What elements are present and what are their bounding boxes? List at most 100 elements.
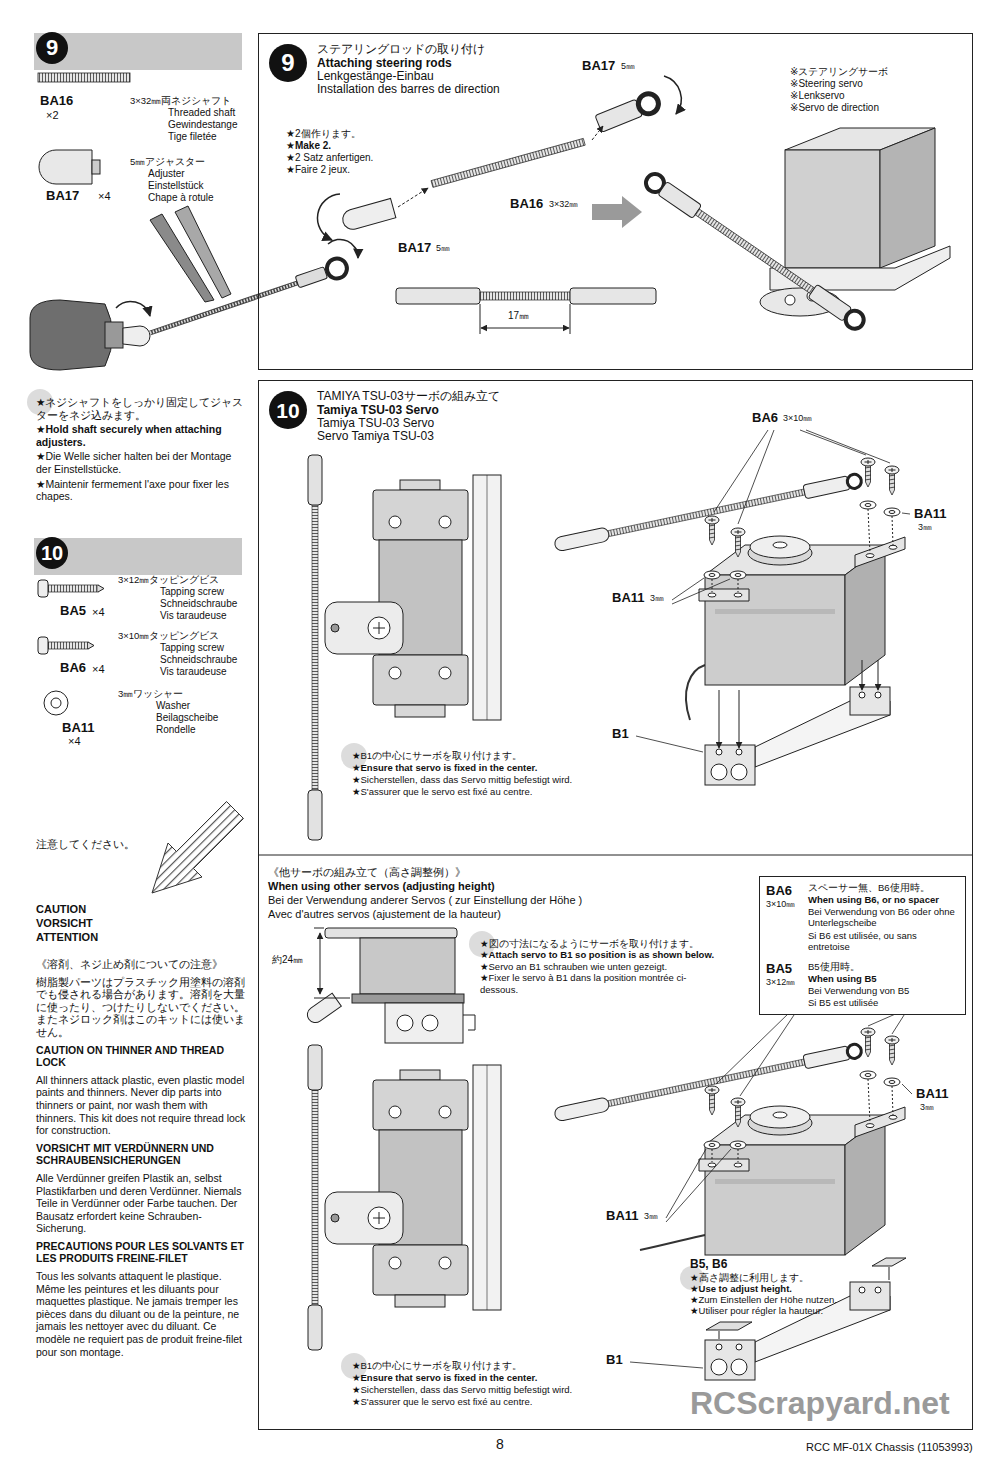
servo-3d-assembly xyxy=(630,1362,703,1368)
usage-note: Bei Verwendung von B5 xyxy=(808,985,909,996)
rod-side-view xyxy=(396,288,480,304)
servo-side-view xyxy=(325,928,457,938)
servo-3d-assembly xyxy=(860,1071,876,1079)
part-label: Washer xyxy=(156,700,190,712)
washer-ba11 xyxy=(44,691,68,715)
part-callout: ★Make 2. xyxy=(286,140,331,152)
assembly-note: ★B1の中心にサーボを取り付けます。 xyxy=(352,1360,522,1371)
servo-3d-assembly xyxy=(712,1149,713,1162)
servo-3d-assembly xyxy=(731,1098,745,1127)
rod-side-view xyxy=(570,304,571,334)
servo-3d-assembly xyxy=(636,736,703,752)
dimension: 約24㎜ xyxy=(272,954,303,966)
servo-3d-assembly xyxy=(554,473,863,552)
steering-servo xyxy=(785,295,795,305)
pliers-and-rod xyxy=(328,239,358,258)
servo-3d-assembly xyxy=(868,1079,870,1123)
servo-3d-assembly xyxy=(902,513,910,514)
part-callout: BA16 xyxy=(510,196,543,212)
part-label: ×4 xyxy=(68,735,81,748)
part-callout: BA11 xyxy=(914,506,947,522)
adjuster-left xyxy=(340,198,395,231)
tapping-screw-bA5 xyxy=(98,585,104,592)
threaded-shaft xyxy=(38,73,130,82)
pliers-and-rod xyxy=(30,206,358,370)
assembly-note: ★Attach servo to B1 so position is as sh… xyxy=(480,949,720,960)
step-header-band: 9 xyxy=(34,33,242,70)
adjuster-left xyxy=(317,188,428,240)
assembly-note: ★高さ調整に利用します。 xyxy=(690,1272,809,1283)
servo-3d-assembly xyxy=(730,1141,746,1149)
servo-side-view xyxy=(385,1003,463,1043)
servo-3d-assembly xyxy=(878,660,879,690)
servo-3d-assembly xyxy=(861,458,875,487)
part-callout: ※Lenkservo xyxy=(790,90,845,102)
part-callout: 3㎜ xyxy=(920,1102,934,1113)
watermark: RCScrapyard.net xyxy=(690,1384,950,1422)
section-divider xyxy=(258,855,973,856)
servo-3d-assembly xyxy=(862,660,863,690)
tapping-screw-bA5 xyxy=(38,580,48,597)
pliers-and-rod xyxy=(294,256,350,292)
assembly-note: ★S'assurer que le servo est fixé au cent… xyxy=(352,1396,532,1407)
washer-ba11 xyxy=(44,691,68,715)
caution-text: CAUTION ON THINNER AND THREAD LOCK xyxy=(36,1044,246,1069)
steering-rod xyxy=(642,170,867,332)
servo-3d-assembly xyxy=(739,690,740,748)
pliers-and-rod xyxy=(324,256,349,281)
servo-3d-assembly xyxy=(738,430,774,524)
usage-note: Si B5 est utilisée xyxy=(808,997,878,1008)
tapping-screw-ba6 xyxy=(48,642,88,649)
step-title: Tamiya TSU-03 Servo xyxy=(317,416,434,430)
threaded-shaft xyxy=(38,73,130,82)
section-heading: When using other servos (adjusting heigh… xyxy=(268,880,495,893)
adjuster-left xyxy=(398,188,428,207)
part-label: Tige filetée xyxy=(168,131,217,143)
part-label: ×4 xyxy=(98,190,111,203)
steering-rod xyxy=(658,181,702,218)
adjuster xyxy=(39,150,100,184)
part-callout: BA17 xyxy=(398,240,431,256)
threaded-shaft xyxy=(431,138,585,187)
servo-side-view xyxy=(422,1015,438,1031)
adjuster-left xyxy=(340,198,395,231)
section-heading: Avec d'autres servos (ajustement de la h… xyxy=(268,908,501,921)
steering-servo xyxy=(785,150,880,268)
assembly-note: ★Zum Einstellen der Höhe nutzen. xyxy=(690,1294,837,1305)
adjuster-top xyxy=(595,91,662,134)
part-callout: B5, B6 xyxy=(690,1257,727,1271)
part-label: BA5 xyxy=(60,603,86,619)
servo-3d-assembly xyxy=(730,571,746,579)
servo-3d-assembly xyxy=(868,509,870,553)
dimension: 17㎜ xyxy=(508,310,529,322)
direction-arrow xyxy=(592,196,642,228)
part-callout: 3×10㎜ xyxy=(783,413,812,424)
servo-3d-assembly xyxy=(892,1086,893,1115)
part-label: Adjuster xyxy=(148,168,185,180)
part-label: Schneidschraube xyxy=(160,598,237,610)
part-label: Gewindestange xyxy=(168,119,238,131)
servo-3d-assembly xyxy=(608,489,805,536)
adjuster-top xyxy=(664,76,681,114)
steering-servo xyxy=(760,128,950,316)
caution-arrow xyxy=(152,802,244,894)
servo-3d-assembly xyxy=(800,430,866,455)
part-callout: B1 xyxy=(606,1352,623,1368)
tapping-screw-ba6 xyxy=(88,642,94,649)
part-callout: 3×32㎜ xyxy=(549,199,578,210)
assembly-note: ★B1の中心にサーボを取り付けます。 xyxy=(352,750,522,761)
part-label: Schneidschraube xyxy=(160,654,237,666)
tapping-screw-bA5 xyxy=(38,580,104,597)
servo-3d-assembly xyxy=(889,1267,890,1280)
part-label: 3×32㎜両ネジシャフト xyxy=(130,95,231,106)
pliers-and-rod xyxy=(105,322,123,348)
assembly-note: ★S'assurer que le servo est fixé au cent… xyxy=(352,786,532,797)
servo-3d-assembly xyxy=(719,1331,720,1339)
part-callout: ※ステアリングサーボ xyxy=(790,66,888,78)
pliers-and-rod xyxy=(150,278,312,333)
usage-note: Bei Verwendung von B6 oder ohne Unterleg… xyxy=(808,906,960,929)
servo-3d-assembly xyxy=(699,1106,905,1255)
rod-side-view xyxy=(570,288,656,304)
servo-3d-assembly xyxy=(861,1028,875,1057)
servo-3d-assembly xyxy=(686,665,705,720)
